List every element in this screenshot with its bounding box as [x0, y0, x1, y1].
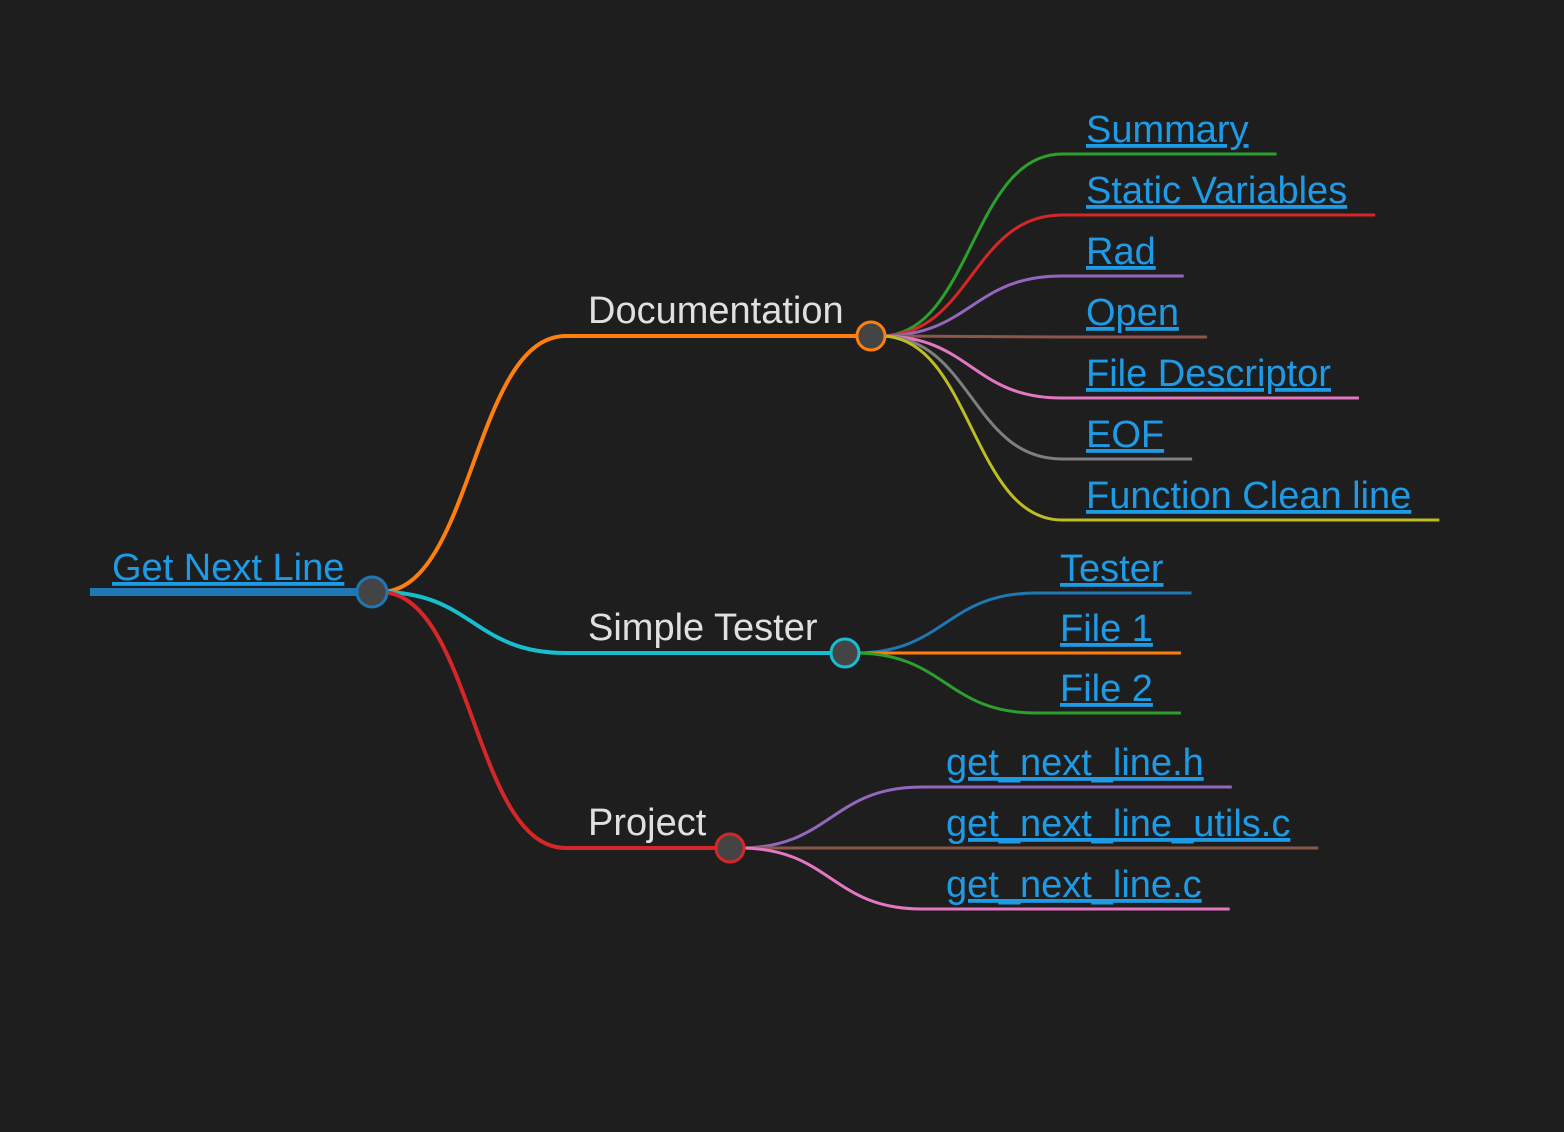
- edge-documentation-to-rad: [879, 274, 1064, 338]
- simple-tester-node-dot[interactable]: [829, 637, 861, 669]
- root-get-next-line-link[interactable]: Get Next Line: [112, 547, 344, 589]
- edge-documentation-to-static-variables: [879, 213, 1064, 338]
- leaf-tester-link[interactable]: Tester: [1060, 548, 1164, 590]
- leaf-static-variables-link[interactable]: Static Variables: [1086, 170, 1347, 212]
- edge-simple-tester-to-tester: [853, 591, 1038, 655]
- leaf-file-descriptor-link[interactable]: File Descriptor: [1086, 353, 1331, 395]
- mindmap-labels: Get Next Line Documentation SummaryStatic …: [112, 109, 1411, 906]
- mindmap-underlines: [90, 152, 1440, 911]
- leaf-get-next-line-utils-c-link[interactable]: get_next_line_utils.c: [946, 803, 1290, 845]
- leaf-open-link[interactable]: Open: [1086, 292, 1179, 334]
- leaf-file-2-link[interactable]: File 2: [1060, 668, 1153, 710]
- mindmap-edges: [378, 152, 1064, 911]
- branch-project-label: Project: [588, 802, 707, 844]
- mindmap-nodes: [355, 320, 887, 864]
- leaf-get-next-line-h-link[interactable]: get_next_line.h: [946, 742, 1204, 784]
- leaf-get-next-line-c-link[interactable]: get_next_line.c: [946, 864, 1202, 906]
- branch-documentation-label: Documentation: [588, 290, 844, 332]
- edge-project-to-get-next-line-c: [738, 846, 924, 911]
- leaf-rad-link[interactable]: Rad: [1086, 231, 1156, 273]
- documentation-node-dot[interactable]: [855, 320, 887, 352]
- edge-documentation-to-function-clean-line: [879, 334, 1064, 522]
- branch-simple-tester-label: Simple Tester: [588, 607, 818, 649]
- edge-root-to-simple-tester: [378, 590, 568, 655]
- edge-documentation-to-summary: [879, 152, 1064, 338]
- edge-documentation-to-file-descriptor: [879, 334, 1064, 400]
- edge-root-to-project: [378, 590, 568, 850]
- root-node-dot[interactable]: [355, 575, 389, 609]
- leaf-eof-link[interactable]: EOF: [1086, 414, 1164, 456]
- leaf-file-1-link[interactable]: File 1: [1060, 608, 1153, 650]
- edge-project-to-get-next-line-h: [738, 785, 924, 850]
- leaf-summary-link[interactable]: Summary: [1086, 109, 1249, 151]
- edge-root-to-documentation: [378, 334, 568, 594]
- leaf-function-clean-line-link[interactable]: Function Clean line: [1086, 475, 1411, 517]
- edge-simple-tester-to-file-2: [853, 651, 1038, 715]
- edge-documentation-to-eof: [879, 334, 1064, 461]
- project-node-dot[interactable]: [714, 832, 746, 864]
- edge-documentation-to-open: [879, 334, 1064, 339]
